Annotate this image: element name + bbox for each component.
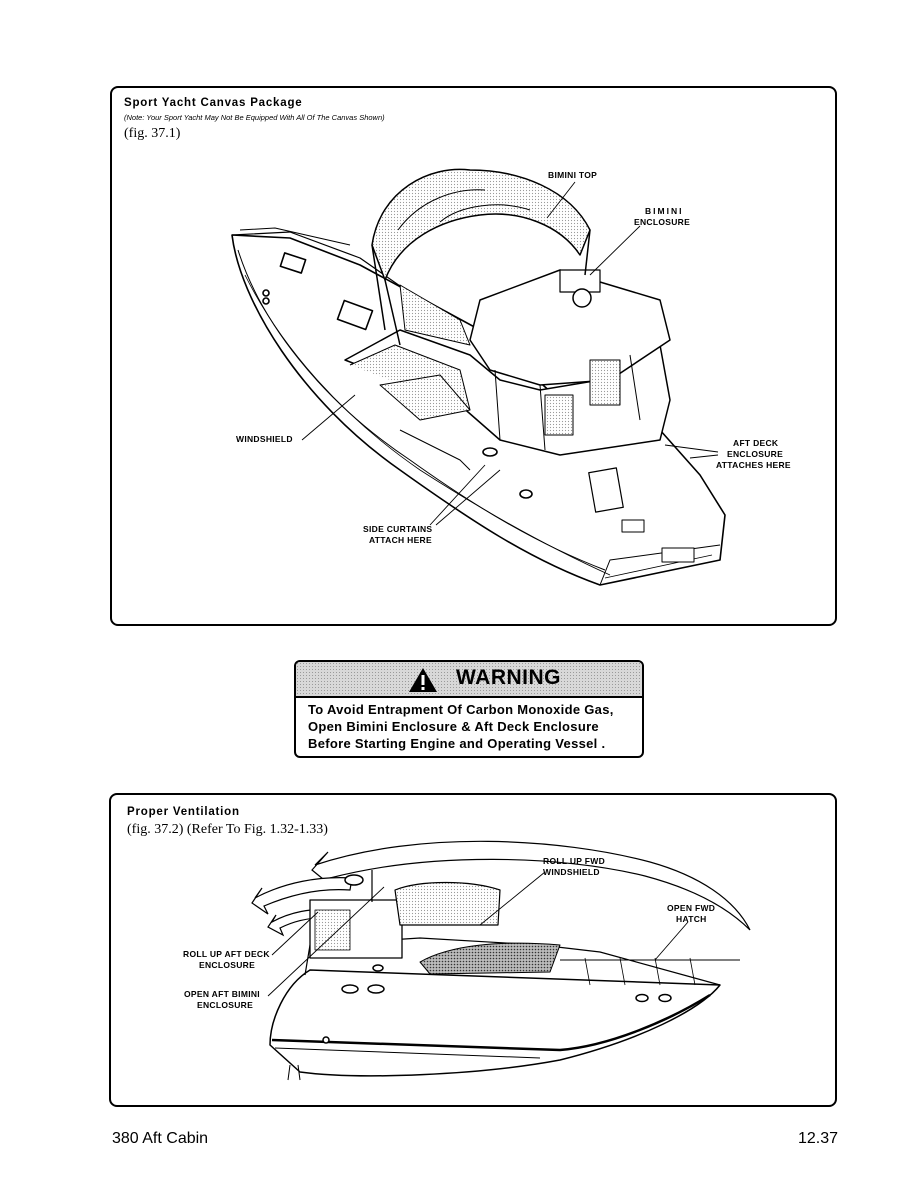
figure-title: Sport Yacht Canvas Package: [124, 97, 303, 109]
warning-title: WARNING: [456, 666, 561, 689]
label-open-fwd-hatch: HATCH: [676, 914, 707, 924]
warning-line-2: Open Bimini Enclosure & Aft Deck Enclosu…: [308, 719, 599, 734]
label-bimini: BIMINI: [645, 206, 684, 216]
label-open-fwd: OPEN FWD: [667, 903, 716, 913]
label-bimini-top: BIMINI TOP: [548, 170, 598, 180]
label-open-aft-bimini: OPEN AFT BIMINI: [184, 989, 260, 999]
label-roll-up-fwd: ROLL UP FWD: [543, 856, 606, 866]
label-roll-up-aft: ROLL UP AFT DECK: [183, 949, 270, 959]
warning-triangle-icon: [409, 668, 437, 692]
label-side-curtains-attach: ATTACH HERE: [369, 535, 432, 545]
label-aft-deck-enclosure: ENCLOSURE: [727, 449, 784, 459]
figure-reference: (fig. 37.1): [124, 126, 181, 141]
figure2-reference: (fig. 37.2) (Refer To Fig. 1.32-1.33): [127, 822, 328, 837]
leader-lines: [301, 181, 719, 526]
label-side-curtains: SIDE CURTAINS: [363, 524, 433, 534]
warning-header: WARNING: [296, 662, 642, 698]
label-open-aft-bimini-enclosure: ENCLOSURE: [197, 1000, 254, 1010]
label-roll-up-aft-enclosure: ENCLOSURE: [199, 960, 256, 970]
warning-line-1: To Avoid Entrapment Of Carbon Monoxide G…: [308, 702, 614, 717]
footer-model: 380 Aft Cabin: [112, 1130, 209, 1147]
yacht-cabin: [344, 269, 671, 456]
bimini-top-canvas: [371, 168, 591, 346]
label-roll-up-fwd-windshield: WINDSHIELD: [543, 867, 600, 877]
warning-box: WARNING To Avoid Entrapment Of Carbon Mo…: [294, 660, 644, 758]
footer-page-number: 12.37: [797, 1130, 838, 1147]
label-aft-deck: AFT DECK: [733, 438, 779, 448]
label-bimini-enclosure: ENCLOSURE: [634, 217, 691, 227]
figure2-title: Proper Ventilation: [127, 806, 240, 818]
warning-line-3: Before Starting Engine and Operating Ves…: [308, 736, 606, 751]
label-aft-deck-attaches: ATTACHES HERE: [716, 460, 791, 470]
figure-note: (Note: Your Sport Yacht May Not Be Equip…: [124, 113, 385, 122]
label-windshield: WINDSHIELD: [236, 434, 293, 444]
